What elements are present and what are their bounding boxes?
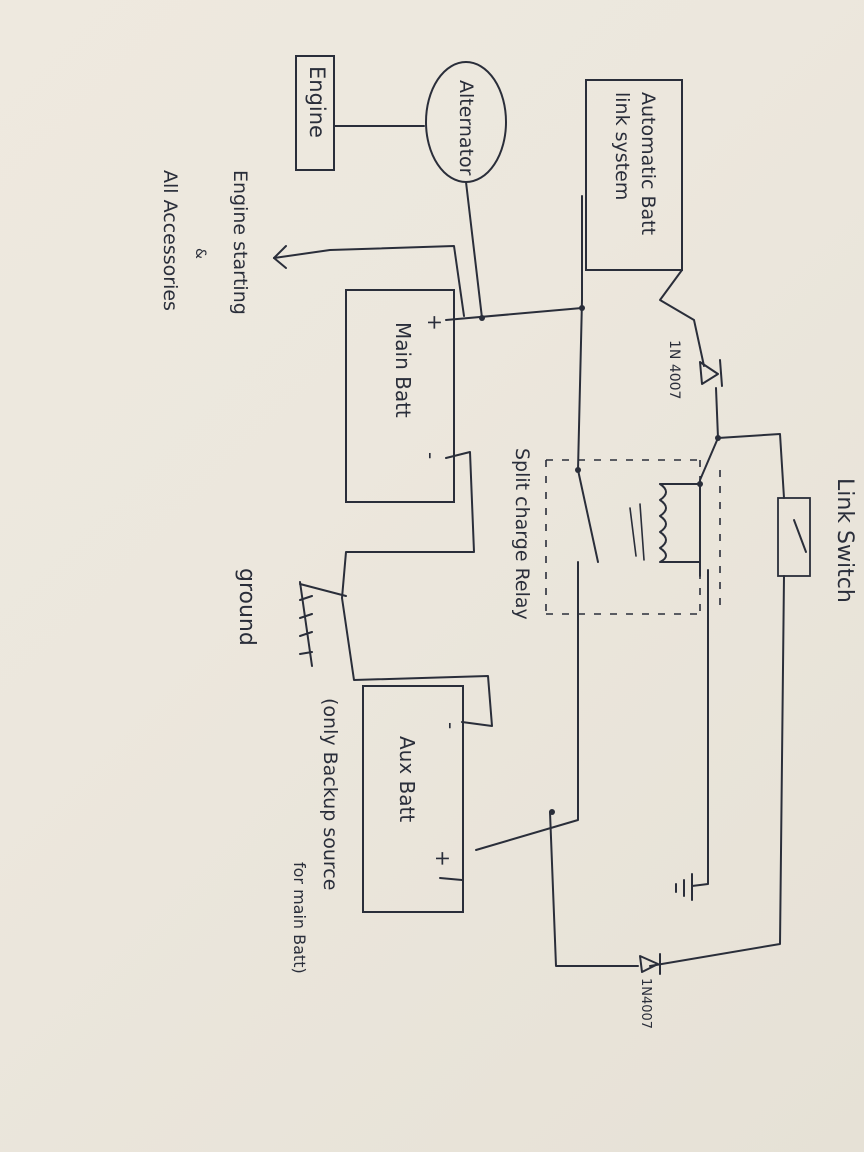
backup-label-line1: (only Backup source [319, 698, 341, 890]
aux-batt-label: Aux Batt [395, 736, 419, 822]
diode-feed-line [659, 269, 705, 367]
relay-coil [659, 483, 701, 563]
main-batt-label: Main Batt [391, 322, 415, 418]
relay-contact-line [577, 299, 583, 471]
engine-starting-label: Engine starting [229, 170, 251, 315]
aux-pos-to-lower-bus [549, 811, 639, 967]
ground-tie-line [299, 583, 347, 597]
link-switch-box [777, 497, 811, 577]
main-plus-label: + [423, 314, 447, 331]
right-ground-symbol [675, 873, 693, 901]
aux-plus-label: + [431, 850, 455, 867]
arrow-head-top [273, 245, 287, 259]
diode-bottom-label: 1N4007 [638, 978, 653, 1029]
diode-top-symbol [699, 359, 723, 387]
backup-label-line2: for main Batt) [290, 862, 309, 974]
all-accessories-label: All Accessories [159, 170, 181, 311]
relay-core-line-2 [639, 503, 645, 561]
diode-top-label: 1N 4007 [666, 340, 682, 399]
aux-minus-label: - [439, 722, 463, 729]
diode-bottom-symbol [639, 953, 661, 975]
ground-feed-line [691, 569, 709, 887]
node-relay-top [575, 467, 581, 473]
relay-core-line-1 [629, 507, 637, 557]
and-label: & [192, 248, 208, 259]
node-coil-right [715, 435, 721, 441]
relay-lower-line [475, 561, 579, 851]
main-negative-line [341, 451, 493, 727]
coil-right-line [717, 433, 785, 499]
auto-batt-link-box [585, 79, 683, 271]
engine-box [295, 55, 335, 171]
node-aux-bus [549, 809, 555, 815]
diode-to-coil-line [699, 387, 719, 577]
link-switch-blade [793, 519, 807, 553]
alternator-down-wire [465, 181, 483, 319]
relay-switch-blade [577, 469, 599, 563]
main-batt-box [345, 289, 455, 503]
aux-batt-box [362, 685, 464, 913]
split-relay-label: Split charge Relay [511, 448, 533, 620]
node-main-bus-right [579, 305, 585, 311]
ground-symbol [299, 581, 313, 667]
engine-starting-lead [273, 245, 465, 317]
auto-batt-label-line1: Automatic Batt [637, 92, 659, 235]
link-switch-lower-line [649, 575, 785, 967]
main-minus-label: - [419, 452, 443, 459]
auto-batt-label-line2: link system [611, 92, 633, 200]
ground-label: ground [234, 568, 259, 646]
arrow-head-bottom [273, 257, 287, 269]
engine-label: Engine [305, 66, 329, 138]
link-switch-label: Link Switch [832, 478, 857, 603]
node-coil-left [697, 481, 703, 487]
alternator-label: Alternator [455, 80, 477, 176]
node-main-bus-left [479, 315, 485, 321]
main-positive-bus [445, 307, 583, 321]
aux-positive-line [439, 877, 463, 881]
